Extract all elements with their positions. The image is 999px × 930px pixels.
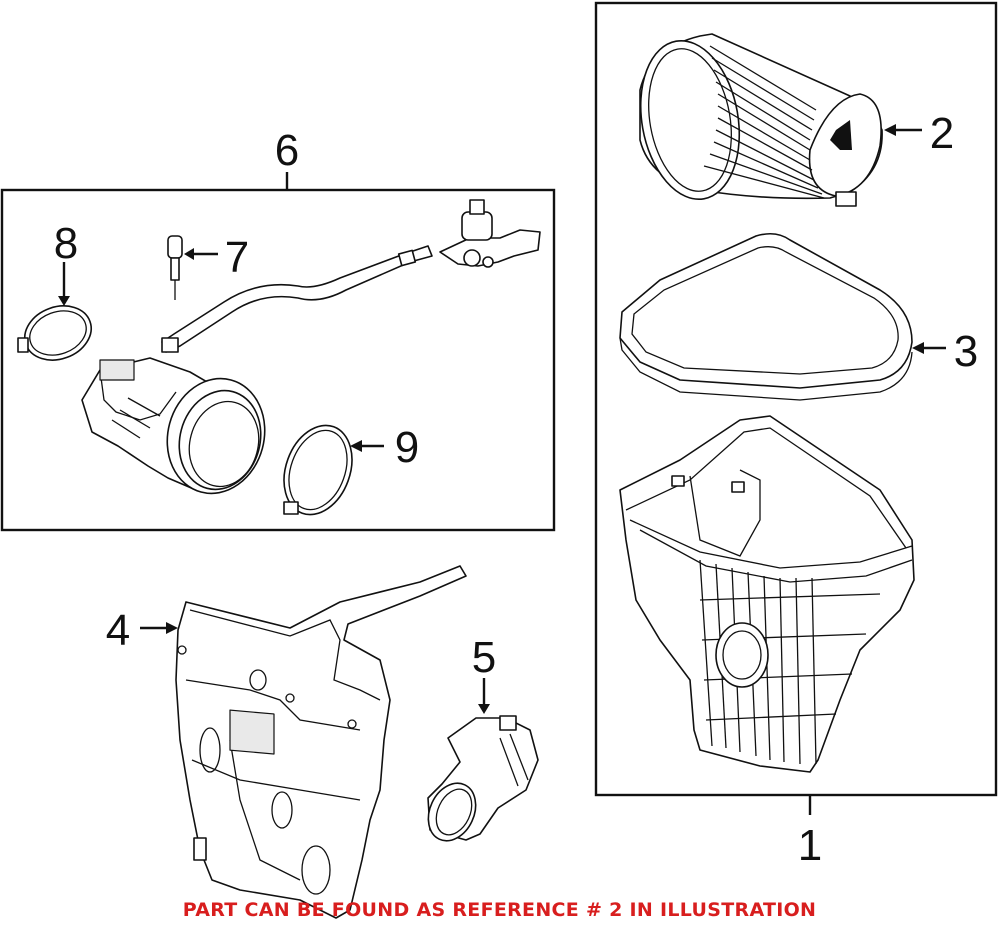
callout-2: 2 [930, 109, 954, 158]
callout-5: 5 [472, 633, 496, 682]
part-6-hose [161, 199, 541, 353]
part-4-shroud [175, 565, 467, 919]
part-1-air-box [619, 415, 915, 773]
part-2-air-filter [639, 33, 883, 207]
part-8-clamp [17, 305, 92, 361]
callout-6: 6 [275, 126, 299, 175]
callout-3: 3 [954, 327, 978, 376]
part-6-throttle-body [81, 357, 266, 495]
part-9-clamp [283, 424, 353, 516]
group-box-1 [594, 1, 998, 797]
callout-1: 1 [798, 821, 822, 870]
callout-8: 8 [54, 219, 78, 268]
callout-9: 9 [395, 423, 419, 472]
part-7-sensor [167, 235, 183, 300]
part-5-intake-elbow [427, 715, 539, 842]
callout-4: 4 [106, 606, 130, 655]
reference-note: PART CAN BE FOUND AS REFERENCE # 2 IN IL… [182, 899, 817, 921]
part-3-filter-element [619, 232, 913, 401]
callout-7: 7 [225, 233, 249, 282]
group-box-6 [0, 188, 556, 532]
